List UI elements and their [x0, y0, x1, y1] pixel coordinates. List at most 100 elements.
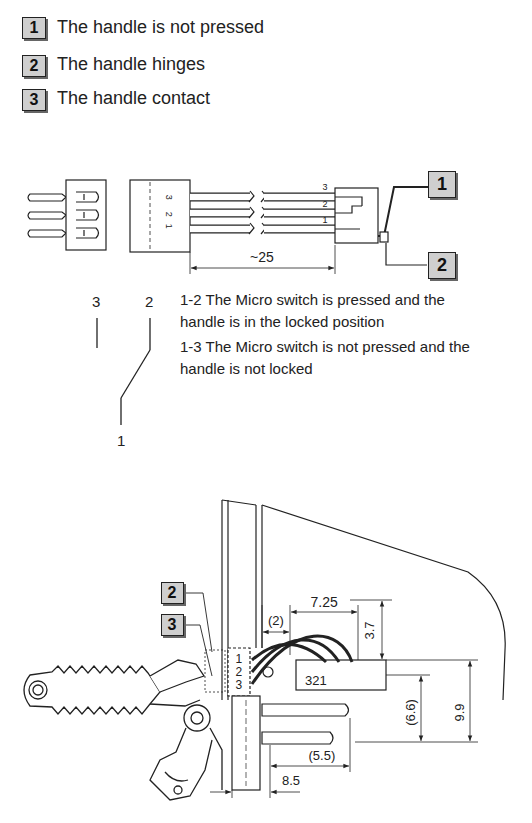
cable-wires — [190, 226, 250, 233]
connector-housing — [66, 180, 190, 252]
switch-wires — [252, 636, 352, 684]
handle-lever — [174, 786, 182, 794]
dimension-value: (6.6) — [403, 699, 418, 726]
dimension-lines — [210, 792, 231, 793]
latch-and-pin — [232, 696, 349, 790]
connector-pins — [28, 194, 66, 201]
callout-box: 3 — [161, 614, 184, 636]
dimension-lines — [270, 745, 271, 798]
cabinet-panel — [221, 500, 222, 700]
callout-box: 1 — [22, 17, 46, 39]
wire-number: 3 — [323, 182, 328, 192]
dimension-lines — [386, 660, 478, 661]
connector-pins — [28, 212, 66, 219]
handle-lever — [150, 660, 204, 692]
dimension-lines — [271, 766, 349, 767]
handle-lever — [24, 666, 160, 714]
connector-housing — [150, 182, 151, 250]
cable-wires — [190, 225, 250, 234]
switch-schematic — [120, 398, 121, 425]
wire-number: 2 — [323, 199, 328, 209]
handle-lever — [24, 660, 222, 800]
micro-switch — [378, 187, 428, 236]
legend-text: The handle is not pressed — [57, 17, 264, 38]
leader-line — [386, 243, 427, 265]
leader-line — [386, 243, 427, 265]
dimension-value: 9.9 — [453, 703, 468, 721]
micro-switch-mounted — [205, 650, 225, 692]
switch-note: 1-3 The Micro switch is not pressed and … — [180, 336, 470, 380]
micro-switch-mounted — [296, 660, 386, 690]
dimension-lines — [271, 792, 300, 793]
wire-number: 1 — [323, 215, 328, 225]
terminal-number: 321 — [305, 674, 327, 689]
dimension-lines — [263, 632, 289, 633]
dimension-line — [191, 268, 334, 269]
dimension-lines — [290, 605, 291, 655]
technical-drawing — [24, 180, 505, 800]
connector-pins — [28, 230, 66, 237]
micro-switch — [335, 197, 362, 229]
switch-schematic — [149, 318, 150, 350]
dimension-lines — [470, 661, 471, 741]
callout-box: 3 — [22, 89, 46, 111]
connector-housing — [76, 228, 99, 238]
cabinet-panel — [255, 505, 256, 648]
switch-wires — [252, 636, 352, 684]
cable-wires — [264, 226, 335, 233]
switch-schematic — [121, 350, 150, 398]
legend-text: The handle hinges — [57, 54, 205, 75]
dimension-lines — [350, 718, 351, 772]
connector-housing — [83, 194, 84, 236]
micro-switch-mounted — [228, 648, 250, 696]
dimension-lines — [350, 600, 392, 601]
micro-switch-mounted — [205, 648, 386, 696]
micro-switch — [335, 188, 378, 243]
dimension-lines — [358, 605, 359, 660]
dimension-lines — [355, 742, 478, 743]
dimension-line — [190, 245, 335, 274]
cable-wires — [190, 209, 250, 218]
callout-box: 2 — [22, 55, 46, 77]
callout-number: 3 — [168, 617, 177, 633]
callout-number: 2 — [168, 585, 177, 601]
handle-lever — [33, 685, 43, 695]
callout-box: 2 — [161, 582, 184, 604]
latch-and-pin — [246, 700, 247, 786]
callout-number: 3 — [30, 92, 39, 108]
handle-lever — [150, 700, 200, 706]
dimension-value: (2) — [268, 614, 284, 629]
dimension-value: 3.7 — [363, 621, 378, 639]
callout-number: 1 — [437, 175, 447, 193]
pin-number: 3 — [163, 195, 173, 200]
dimension-lines — [210, 600, 478, 798]
dimension-line — [190, 252, 191, 274]
handle-lever — [29, 681, 47, 699]
cabinet-panel — [222, 500, 505, 700]
dimension-lines — [262, 605, 263, 648]
connector-housing — [66, 180, 106, 250]
pin-number: 1 — [163, 224, 173, 229]
callout-box: 1 — [428, 171, 456, 198]
handle-lever — [184, 705, 210, 731]
connector-housing — [76, 192, 99, 202]
terminal-number: 2 — [145, 293, 153, 310]
cabinet-panel — [261, 505, 262, 648]
cable-wires — [190, 191, 335, 234]
callout-number: 1 — [30, 20, 39, 36]
pin-number: 2 — [163, 212, 173, 217]
cable-wires — [249, 191, 254, 234]
connector-housing — [76, 210, 99, 220]
dimension-value: ~25 — [250, 249, 274, 265]
legend-text: The handle contact — [57, 88, 210, 109]
dimension-lines — [232, 790, 233, 798]
dimension-lines — [382, 601, 383, 659]
callout-number: 2 — [30, 58, 39, 74]
handle-lever — [150, 728, 212, 800]
switch-schematic — [96, 318, 97, 348]
terminal-number: 3 — [236, 679, 243, 693]
dimension-value: 7.25 — [311, 594, 338, 610]
dimension-value: 8.5 — [282, 774, 300, 789]
